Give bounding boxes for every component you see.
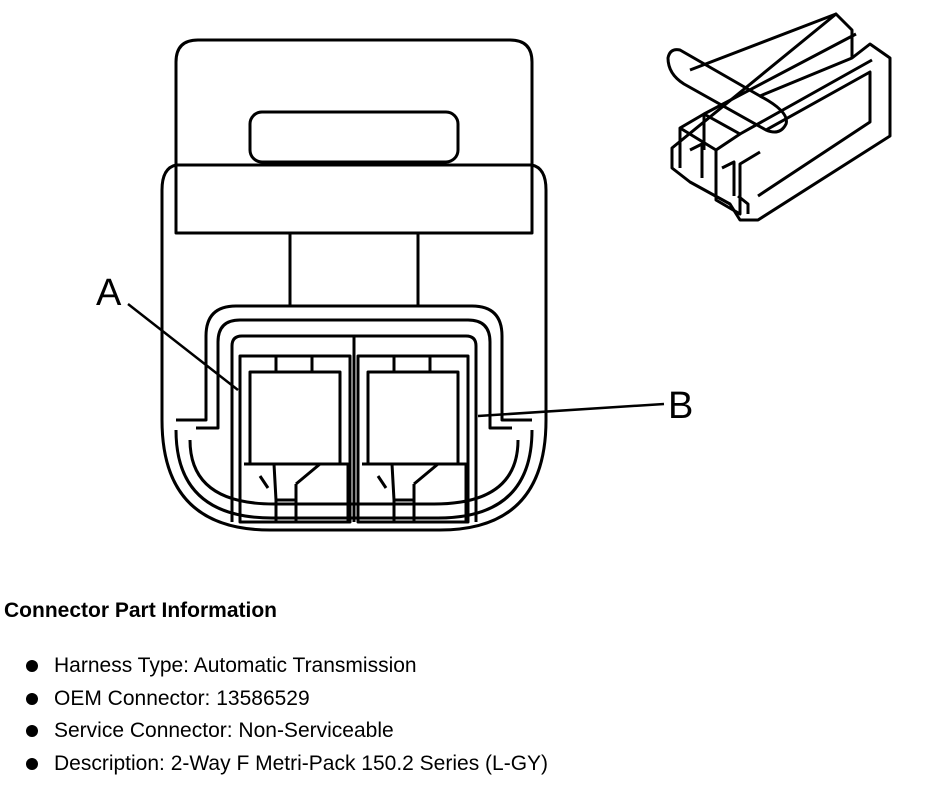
- connector-part-info: Connector Part Information Harness Type:…: [4, 596, 904, 780]
- list-item-service-connector: Service Connector: Non-Serviceable: [4, 715, 904, 748]
- list-item-text: Description: 2-Way F Metri-Pack 150.2 Se…: [54, 751, 549, 775]
- info-list: Harness Type: Automatic Transmission OEM…: [4, 650, 904, 780]
- list-item-text: Harness Type: Automatic Transmission: [54, 654, 417, 677]
- connector-diagram: A B: [96, 12, 892, 532]
- connector-body: [160, 163, 548, 532]
- cavity-a: [238, 354, 352, 524]
- leader-line-b: [477, 402, 665, 418]
- cavity-b: [356, 354, 470, 524]
- latch-tab: [174, 38, 534, 165]
- inner-frame-inner: [196, 318, 512, 430]
- center-stem: [288, 233, 420, 306]
- list-item-oem-connector: OEM Connector: 13586529: [4, 683, 904, 716]
- label-b: B: [668, 385, 693, 427]
- bullet-icon: [26, 725, 38, 737]
- latch-window: [248, 110, 460, 164]
- latch-bar: [174, 163, 534, 235]
- connector-front-view: [160, 38, 548, 532]
- list-item-harness-type: Harness Type: Automatic Transmission: [4, 650, 904, 683]
- inner-frame-outer: [176, 304, 532, 422]
- connector-iso-view: [666, 12, 892, 222]
- section-heading: Connector Part Information: [4, 599, 278, 622]
- list-item-description: Description: 2-Way F Metri-Pack 150.2 Se…: [4, 748, 904, 781]
- list-item-text: OEM Connector: 13586529: [54, 686, 310, 710]
- bullet-icon: [26, 660, 38, 672]
- list-item-text: Service Connector: Non-Serviceable: [54, 719, 394, 742]
- label-a: A: [96, 272, 122, 314]
- bullet-icon: [26, 692, 38, 705]
- leader-line-a: [127, 303, 239, 391]
- bullet-icon: [26, 757, 38, 770]
